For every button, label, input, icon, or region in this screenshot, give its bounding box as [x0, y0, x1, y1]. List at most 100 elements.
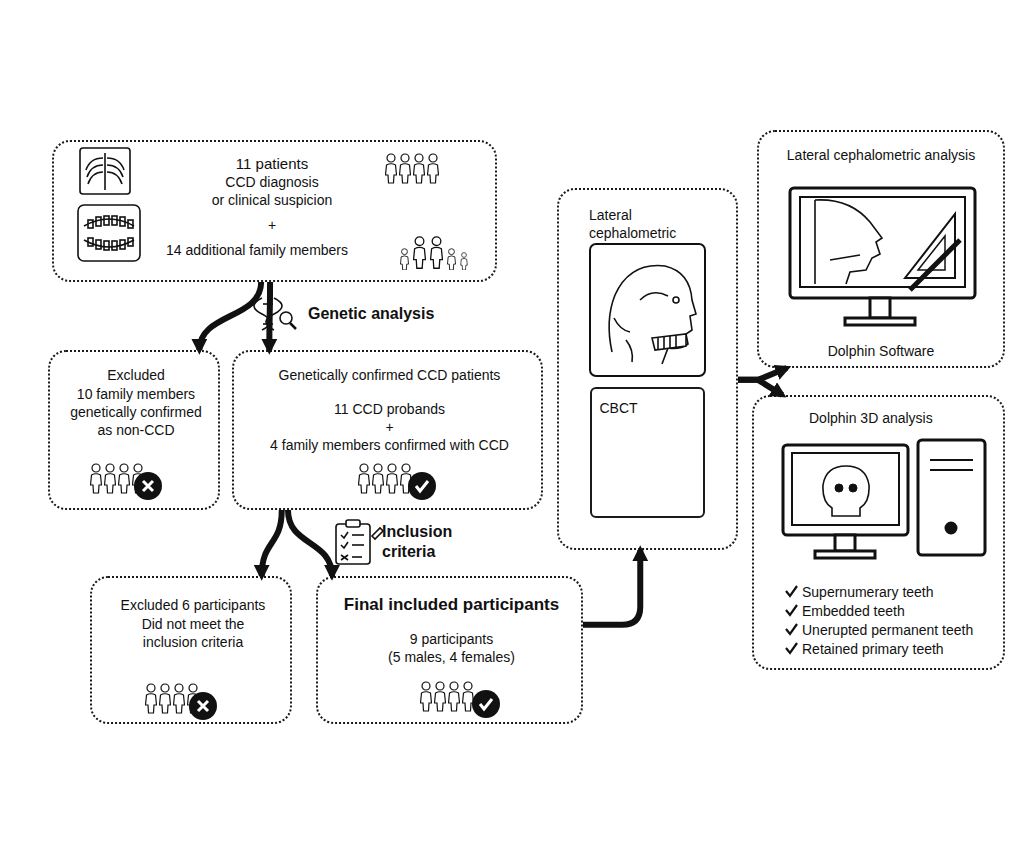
- panoramic-xray-icon: [88, 220, 93, 228]
- dna-icon: [290, 323, 296, 329]
- step-label: Inclusion criteria: [382, 522, 472, 562]
- node-text: Unerupted permanent teeth: [802, 621, 1002, 639]
- dna-icon: [263, 303, 273, 305]
- panoramic-xray-icon: [96, 217, 101, 226]
- computer-icon: [835, 535, 855, 551]
- ceph-image: [609, 266, 696, 364]
- computer-icon: [835, 484, 843, 492]
- chest-xray-icon: [80, 148, 130, 194]
- people-group-icon: [119, 464, 130, 493]
- dna-icon: [280, 312, 292, 324]
- node-text: (5 males, 4 females): [328, 648, 575, 666]
- confirmed-check-icon: [480, 699, 492, 709]
- node-text: or clinical suspicion: [172, 191, 372, 209]
- confirmed-check-icon: [472, 690, 500, 718]
- monitor-icon: [870, 298, 890, 318]
- check-mark: [786, 605, 797, 615]
- people-group-icon: [400, 154, 411, 183]
- imaging-group: Lateral cephalometricCBCT: [557, 188, 738, 550]
- monitor-icon: [790, 188, 975, 325]
- family-icon: [447, 249, 455, 270]
- node-heading: Excluded: [60, 366, 212, 384]
- excluded-x-icon: [143, 481, 153, 491]
- ceph-image: [626, 340, 632, 362]
- node-text: 9 participants: [328, 630, 575, 648]
- node-heading: Lateral cephalometric: [589, 206, 701, 242]
- computer-icon: [918, 440, 985, 555]
- panoramic-xray-icon: [128, 238, 133, 246]
- people-group-icon: [146, 684, 157, 713]
- family-icon: [414, 237, 426, 268]
- node-text: 11 CCD probands: [244, 400, 535, 418]
- people-group-icon: [449, 682, 460, 711]
- analysis-box: Lateral cephalometric analysisDolphin So…: [757, 130, 1005, 368]
- panoramic-xray-icon: [78, 205, 140, 261]
- computer-icon: [930, 459, 973, 461]
- chest-xray-icon: [80, 148, 130, 194]
- excluded-x-icon: [198, 701, 208, 711]
- check-mark: [786, 586, 797, 653]
- flow-arrow: [262, 510, 282, 576]
- clipboard-icon: [341, 532, 348, 560]
- monitor-icon: [845, 318, 915, 325]
- family-icon: [461, 253, 468, 270]
- panoramic-xray-icon: [112, 216, 117, 225]
- people-group-icon: [359, 464, 370, 493]
- computer-icon: [792, 453, 899, 525]
- people-group-icon: [414, 154, 425, 183]
- node-text: Did not meet the inclusion criteria: [128, 615, 258, 651]
- node-text: 4 family members confirmed with CCD: [244, 436, 535, 454]
- flow-arrow: [583, 550, 640, 625]
- confirmed-check-icon: [472, 690, 500, 718]
- panoramic-xray-icon: [104, 241, 109, 250]
- node-text: Embedded teeth: [802, 602, 1002, 620]
- excluded-x-icon: [189, 692, 217, 720]
- analysis-box: Dolphin 3D analysisSupernumerary teethEm…: [752, 395, 1005, 670]
- family-icon: [400, 249, 408, 270]
- flow-arrow: [738, 380, 782, 395]
- monitor-icon: [830, 255, 860, 260]
- people-group-icon: [386, 154, 397, 183]
- ceph-image: [590, 244, 705, 376]
- excluded-x-icon: [134, 472, 162, 500]
- cbct-box: CBCT: [590, 387, 705, 518]
- dna-icon: [263, 323, 273, 325]
- flow-arrow: [288, 510, 332, 576]
- panoramic-xray-icon: [120, 217, 125, 226]
- panoramic-xray-icon: [112, 241, 117, 250]
- input-box: 11 patientsCCD diagnosisor clinical susp…: [52, 140, 497, 282]
- panoramic-xray-icon: [120, 240, 125, 249]
- clipboard-icon: [336, 524, 370, 564]
- dna-icon: [254, 298, 296, 330]
- computer-icon: [930, 469, 973, 471]
- people-group-icon: [359, 464, 412, 493]
- people-group-icon: [421, 682, 474, 711]
- excluded-x-icon: [134, 472, 162, 500]
- panoramic-xray-icon: [88, 238, 93, 246]
- node-heading: Excluded 6 participants: [102, 596, 284, 614]
- node-text: Dolphin Software: [767, 342, 995, 360]
- monitor-icon: [790, 188, 975, 298]
- clipboard-icon: [372, 528, 383, 539]
- panoramic-xray-icon: [104, 216, 109, 225]
- node-text: 14 additional family members: [137, 241, 377, 259]
- clipboard-icon: [336, 520, 383, 564]
- node-text: Retained primary teeth: [802, 640, 1002, 658]
- node-text: CCD diagnosis: [172, 173, 372, 191]
- clipboard-icon: [346, 520, 360, 527]
- people-group-icon: [435, 682, 446, 711]
- family-icon: [431, 237, 443, 268]
- flow-arrow: [738, 368, 787, 380]
- excluded-box: Excluded10 family members genetically co…: [48, 350, 220, 510]
- monitor-icon: [800, 197, 965, 287]
- step-label: Genetic analysis: [308, 304, 468, 324]
- excluded-x-icon: [189, 692, 217, 720]
- flow-arrow: [199, 282, 261, 350]
- final-box: Final included participants9 participant…: [316, 576, 583, 724]
- computer-icon: [815, 551, 875, 558]
- people-group-icon: [387, 464, 398, 493]
- monitor-icon: [910, 240, 960, 290]
- people-group-icon: [373, 464, 384, 493]
- computer-icon: [823, 466, 869, 516]
- node-text: 10 family members genetically confirmed …: [62, 385, 210, 439]
